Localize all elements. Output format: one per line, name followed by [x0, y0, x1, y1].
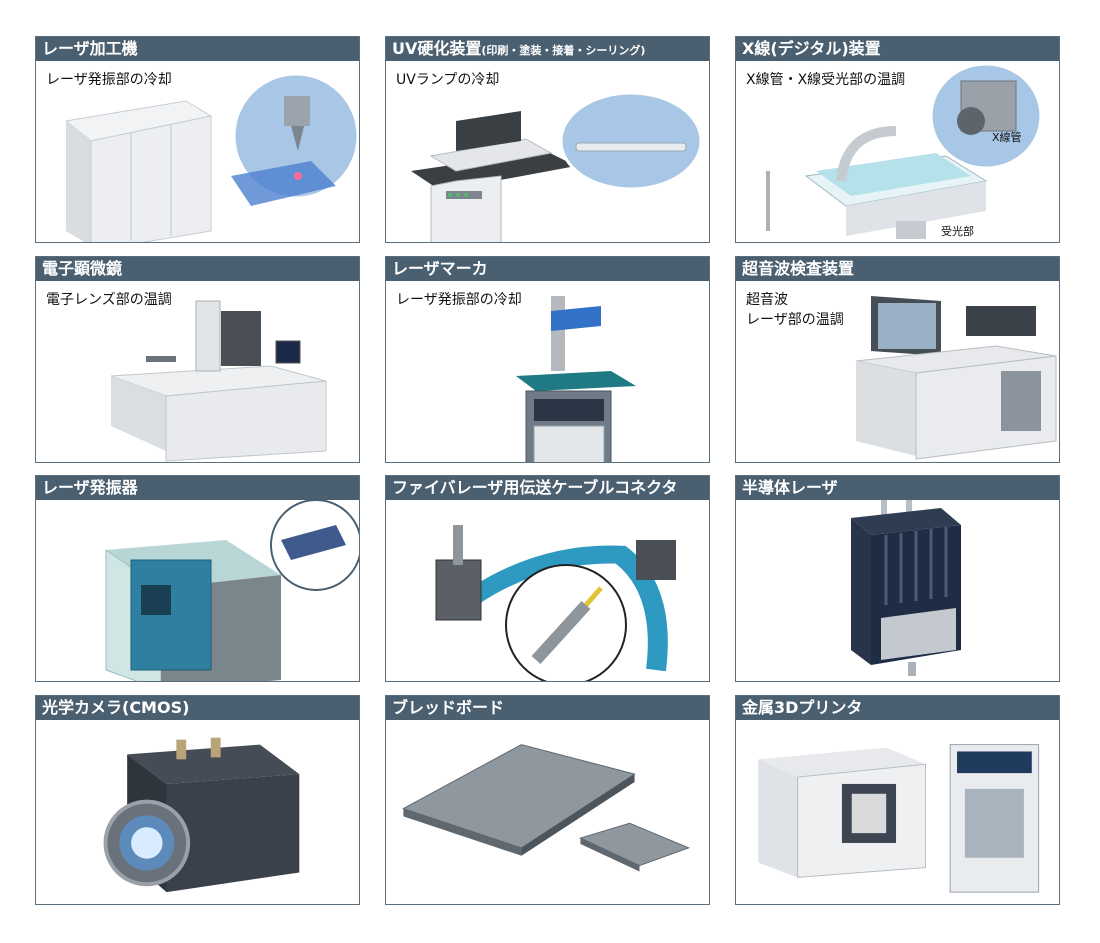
card-description: 電子レンズ部の温調 [46, 292, 172, 308]
card-semiconductor-laser: 半導体レーザ [735, 475, 1060, 682]
card-breadboard: ブレッドボード [385, 695, 710, 905]
breadboard-illustration [402, 744, 691, 872]
card-laser-oscillator: レーザ発振器 [35, 475, 360, 682]
card-uv-curing: UV硬化装置(印刷・塗装・接着・シーリング) UVランプの冷却 [385, 36, 710, 243]
card-title: ファイバレーザ用伝送ケーブルコネクタ [386, 476, 709, 500]
card-description: X線管・X線受光部の温調 [746, 72, 906, 88]
card-ultrasonic: 超音波検査装置 超音波 レーザ部の温調 [735, 256, 1060, 463]
xray-illustration [766, 62, 1043, 239]
card-title: ブレッドボード [386, 696, 709, 720]
card-title: 光学カメラ(CMOS) [36, 696, 359, 720]
ultrasonic-illustration [855, 296, 1057, 460]
electron-microscope-illustration [110, 300, 327, 462]
laser-processing-illustration [64, 72, 359, 242]
card-title: レーザマーカ [386, 257, 709, 281]
card-metal-3d-printer: 金属3Dプリンタ [735, 695, 1060, 905]
card-title: X線(デジタル)装置 [736, 37, 1059, 61]
card-title: 超音波検査装置 [736, 257, 1059, 281]
card-xray: X線(デジタル)装置 X線管・X線受光部の温調 X線管 受光部 [735, 36, 1060, 243]
uv-curing-illustration [411, 91, 703, 242]
card-title: レーザ加工機 [36, 37, 359, 61]
optical-camera-illustration [103, 737, 300, 893]
card-title: UV硬化装置 [392, 39, 482, 58]
callout-xray-tube: X線管 [992, 131, 1022, 144]
card-description: UVランプの冷却 [396, 72, 500, 88]
card-description: レーザ発振部の冷却 [46, 72, 172, 88]
card-electron-microscope: 電子顕微鏡 電子レンズ部の温調 [35, 256, 360, 463]
metal-3d-printer-illustration [758, 744, 1040, 893]
laser-marker-illustration [516, 296, 636, 462]
card-fiber-connector: ファイバレーザ用伝送ケーブルコネクタ [385, 475, 710, 682]
card-laser-processing: レーザ加工機 レーザ発振部の冷却 [35, 36, 360, 243]
card-description: 超音波 レーザ部の温調 [746, 292, 844, 328]
card-laser-marker: レーザマーカ レーザ発振部の冷却 [385, 256, 710, 463]
card-subtitle: (印刷・塗装・接着・シーリング) [481, 44, 646, 57]
card-title: 金属3Dプリンタ [736, 696, 1059, 720]
callout-receiver: 受光部 [941, 225, 974, 238]
card-title: レーザ発振器 [36, 476, 359, 500]
fiber-connector-illustration [435, 525, 676, 681]
card-optical-camera: 光学カメラ(CMOS) [35, 695, 360, 905]
card-title: 半導体レーザ [736, 476, 1059, 500]
card-title: 電子顕微鏡 [36, 257, 359, 281]
semiconductor-laser-illustration [851, 500, 961, 676]
card-description: レーザ発振部の冷却 [396, 292, 522, 308]
laser-oscillator-illustration [105, 500, 359, 681]
card-title-wrap: UV硬化装置(印刷・塗装・接着・シーリング) [386, 37, 709, 61]
